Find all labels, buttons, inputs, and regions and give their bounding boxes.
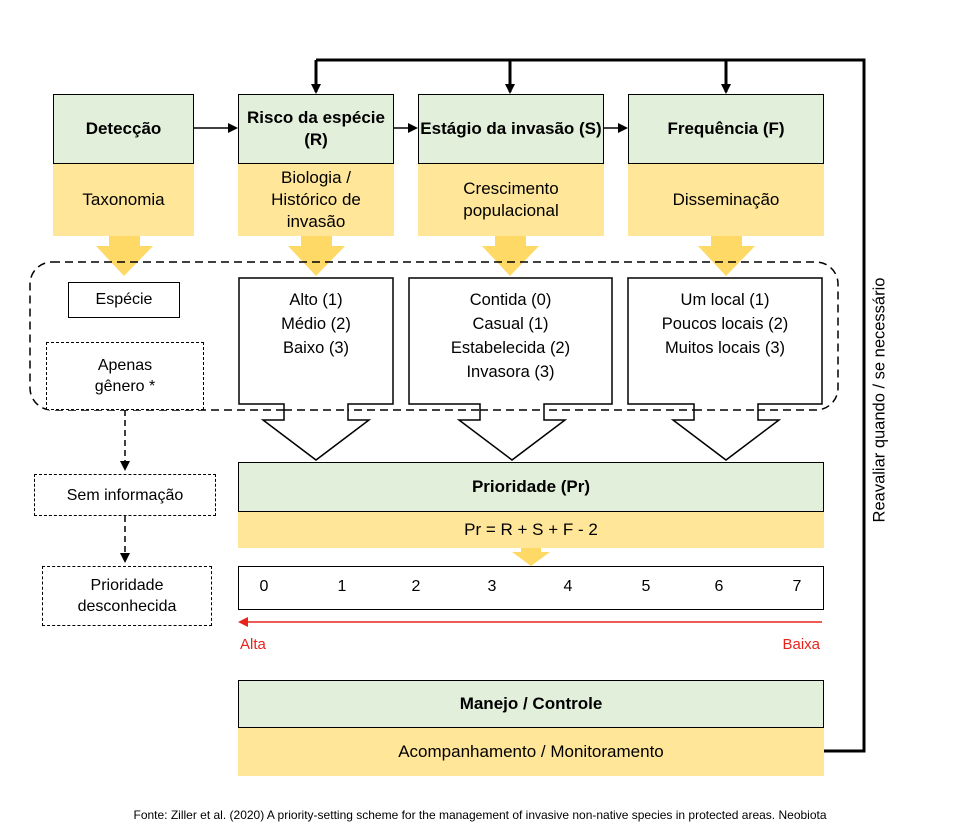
priority-formula: Pr = R + S + F - 2 (238, 512, 824, 548)
scale-value: 6 (714, 578, 724, 595)
low-priority-label: Baixa (782, 636, 820, 653)
monitoring-label: Acompanhamento / Monitoramento (238, 728, 824, 776)
invasion-stage-box: Estágio da invasão (S) (418, 94, 604, 164)
dashed-group-outline (29, 261, 839, 411)
biology-history-label: Biologia / Histórico de invasão (238, 164, 394, 236)
callout-shapes (238, 277, 823, 461)
scale-value: 7 (792, 578, 802, 595)
detection-box: Detecção (53, 94, 194, 164)
no-information-box: Sem informação (34, 474, 216, 516)
dissemination-label: Disseminação (628, 164, 824, 236)
frequency-score-list: Um local (1) Poucos locais (2) Muitos lo… (661, 291, 789, 357)
taxonomy-label: Taxonomia (53, 164, 194, 236)
genus-only-box: Apenas gênero * (46, 342, 204, 410)
scale-value: 1 (337, 578, 347, 595)
scale-value: 2 (411, 578, 421, 595)
source-citation: Fonte: Ziller et al. (2020) A priority-s… (133, 808, 827, 822)
stage-score-list: Contida (0) Casual (1) Estabelecida (2) … (450, 291, 571, 381)
species-box: Espécie (68, 282, 180, 318)
scale-value: 0 (259, 578, 269, 595)
population-growth-label: Crescimento populacional (418, 164, 604, 236)
scale-value: 5 (641, 578, 651, 595)
priority-scale (238, 566, 824, 610)
management-box: Manejo / Controle (238, 680, 824, 728)
unknown-priority-box: Prioridade desconhecida (42, 566, 212, 626)
priority-box: Prioridade (Pr) (238, 462, 824, 512)
risk-score-list: Alto (1) Médio (2) Baixo (3) (281, 291, 351, 357)
scale-value: 4 (563, 578, 573, 595)
high-priority-label: Alta (240, 636, 266, 653)
scale-value: 3 (487, 578, 497, 595)
frequency-box: Frequência (F) (628, 94, 824, 164)
feedback-loop-line (311, 58, 866, 753)
yellow-down-arrows (96, 236, 755, 566)
species-risk-box: Risco da espécie (R) (238, 94, 394, 164)
